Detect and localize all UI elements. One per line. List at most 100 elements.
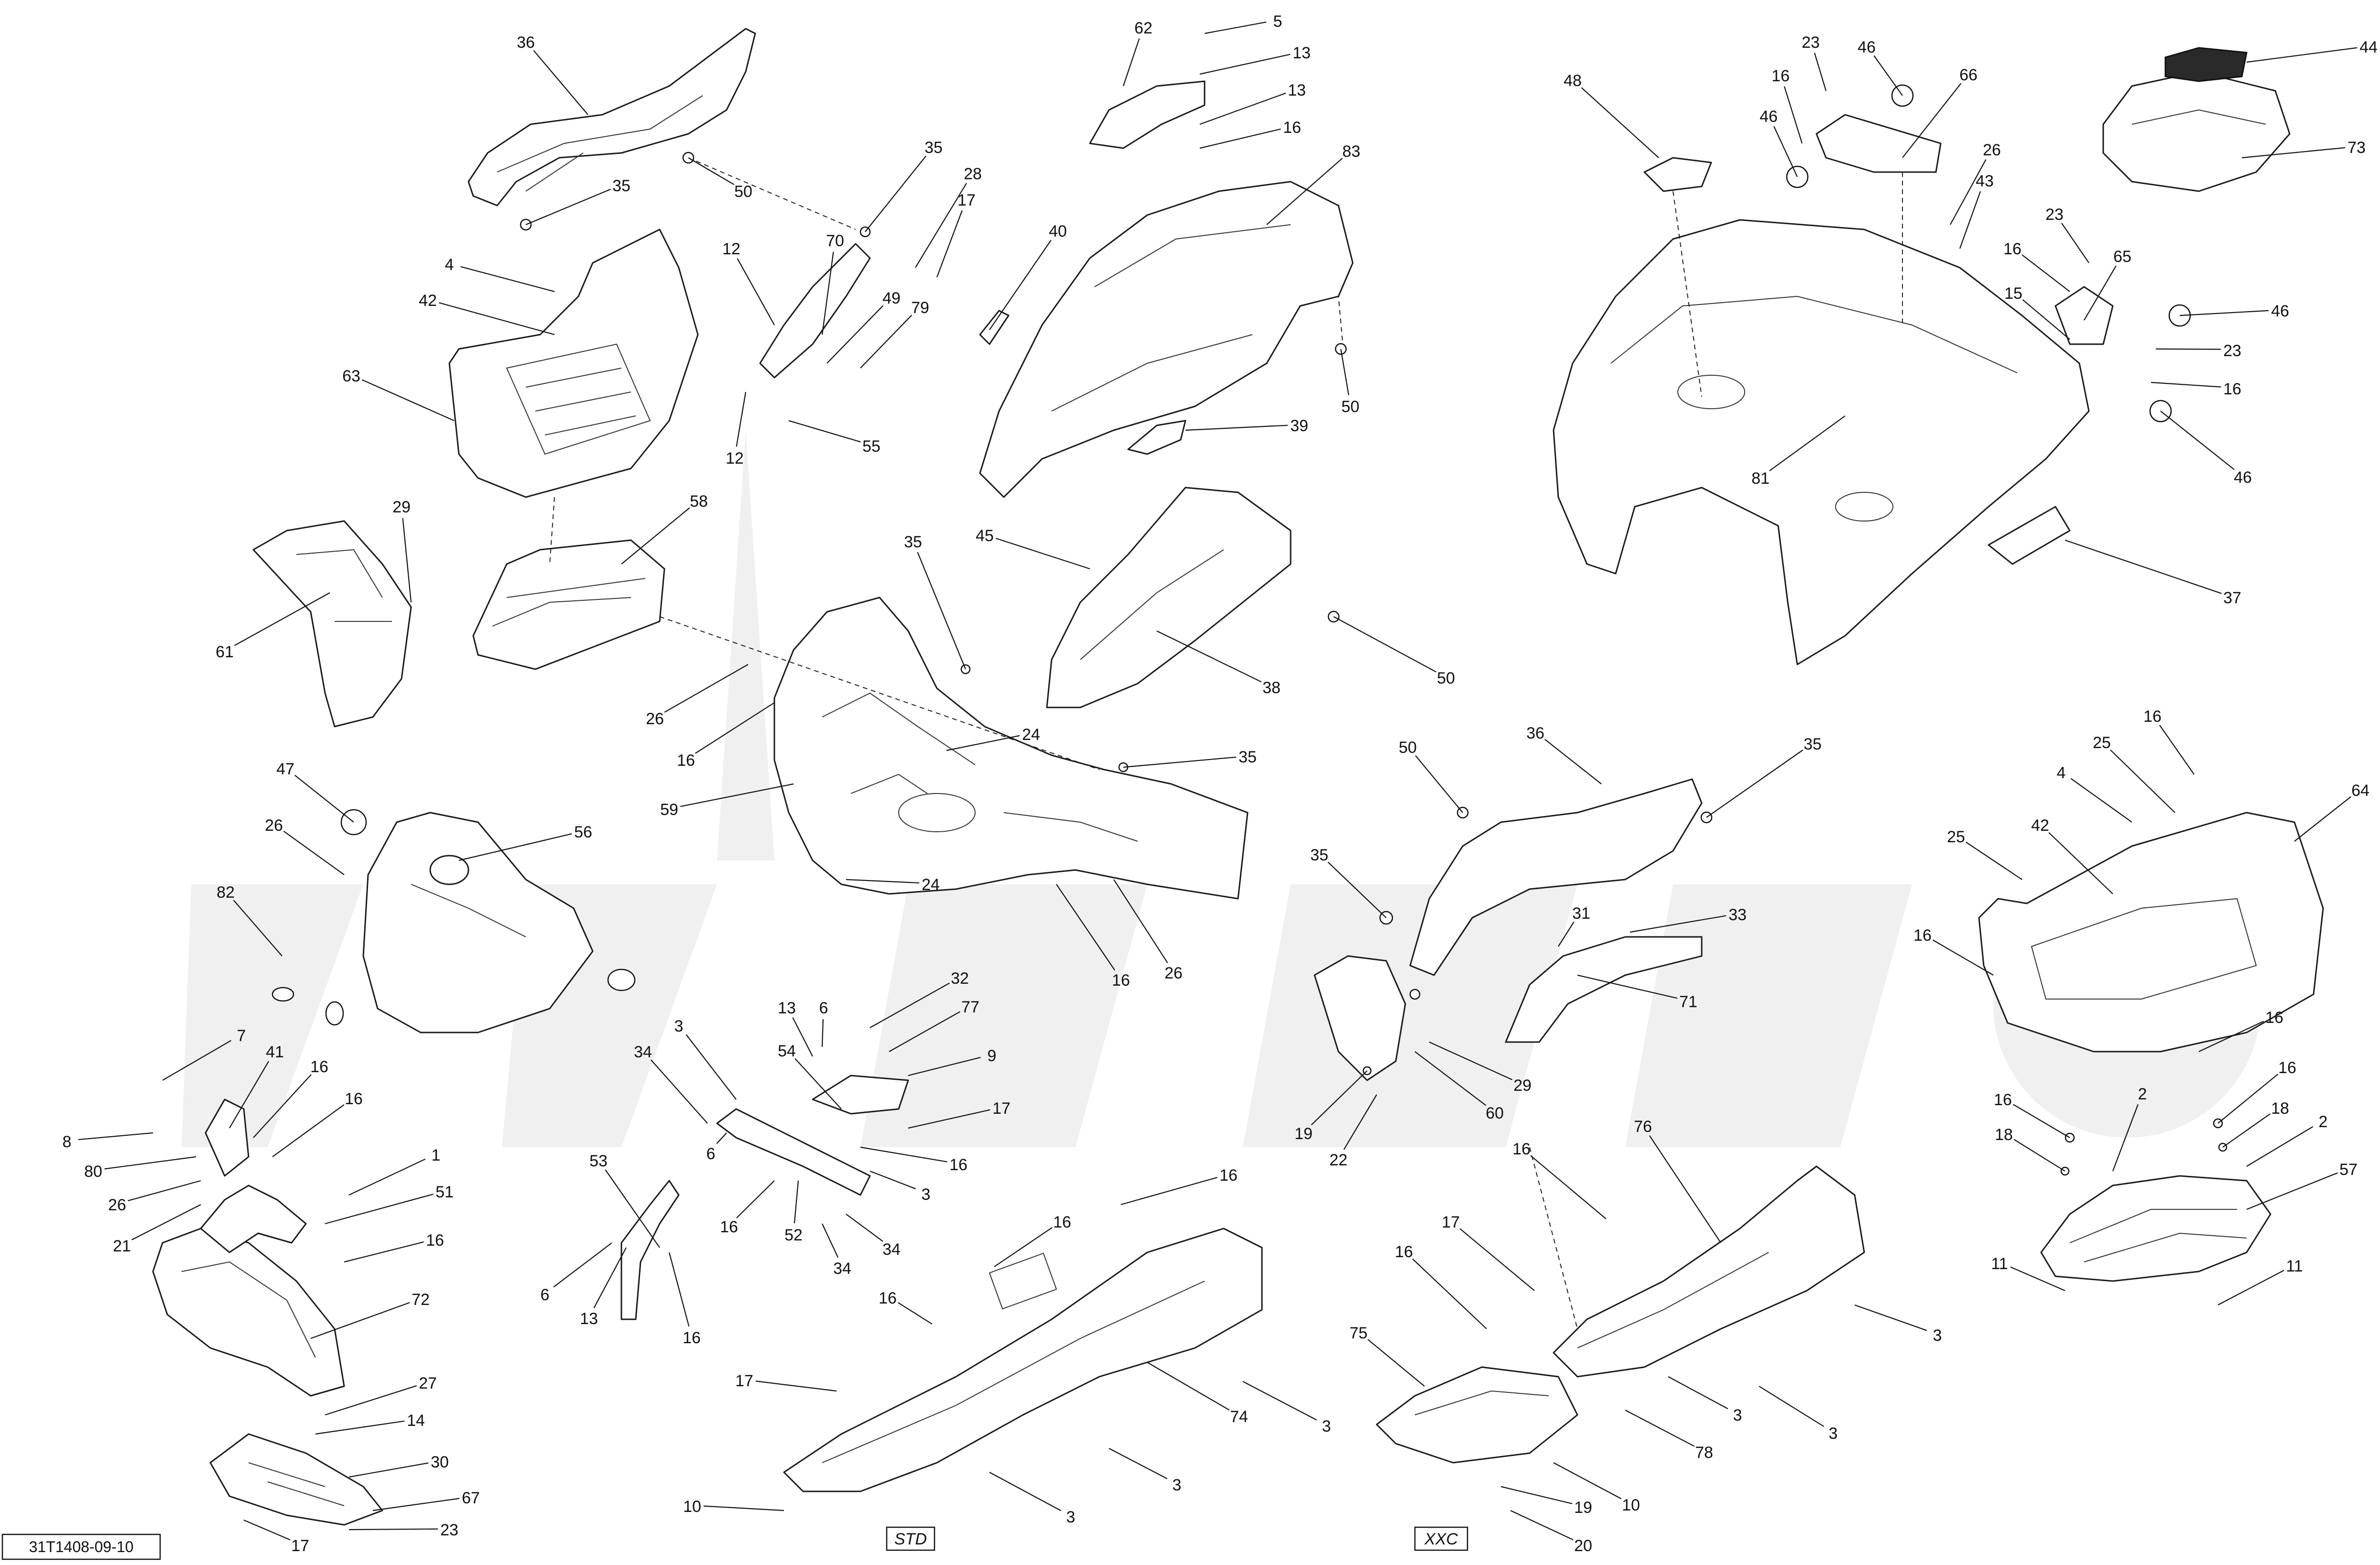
callout-c10b: 10 xyxy=(1622,1496,1640,1514)
callout-c16s: 16 xyxy=(1913,926,1932,945)
leader-line-c10b xyxy=(1553,1462,1622,1500)
part-74-skid-plate-std xyxy=(783,1228,1263,1492)
callout-c3h: 3 xyxy=(1829,1424,1838,1443)
part-60-mudflap xyxy=(1314,955,1406,1081)
callout-c83: 83 xyxy=(1342,142,1360,161)
callout-c56: 56 xyxy=(574,823,592,841)
leader-line-c42a xyxy=(439,302,555,336)
callout-c18a: 18 xyxy=(1995,1126,2013,1144)
callout-c26a: 26 xyxy=(646,710,664,728)
leader-line-c10a xyxy=(703,1505,784,1511)
callout-c55: 55 xyxy=(862,437,880,456)
leader-line-c6c xyxy=(821,1019,824,1047)
leader-line-c16v xyxy=(2217,1074,2279,1124)
leader-line-c6b xyxy=(716,1132,727,1144)
leader-line-c16a xyxy=(1199,128,1281,149)
callout-c16h: 16 xyxy=(720,1218,738,1236)
leader-line-c73 xyxy=(2241,147,2346,159)
leader-line-c8 xyxy=(78,1132,153,1141)
callout-c35f: 35 xyxy=(1310,846,1328,864)
callout-c42a: 42 xyxy=(419,292,437,310)
callout-c47: 47 xyxy=(276,760,294,778)
leader-line-c1 xyxy=(348,1158,426,1195)
callout-c16q: 16 xyxy=(2223,380,2241,398)
callout-c13c: 13 xyxy=(580,1310,598,1328)
leader-line-c67 xyxy=(372,1498,460,1511)
callout-c16v: 16 xyxy=(2278,1059,2296,1077)
part-51-bumper-bracket xyxy=(200,1185,307,1253)
callout-c23b: 23 xyxy=(1802,33,1820,52)
callout-c16g: 16 xyxy=(683,1329,701,1347)
leader-line-c50b xyxy=(1340,348,1349,395)
leader-line-c35e xyxy=(1706,750,1804,818)
leader-line-c16j xyxy=(1120,1177,1217,1206)
leader-line-c62 xyxy=(1122,38,1140,87)
leader-line-c42b xyxy=(2048,832,2113,894)
callout-c50b: 50 xyxy=(1341,398,1359,416)
leader-line-c16m xyxy=(1530,1155,1607,1219)
leader-line-c16r xyxy=(2159,725,2195,775)
leader-line-c16b xyxy=(695,702,775,754)
part-36-fender-left xyxy=(467,28,756,206)
leader-line-c31 xyxy=(1558,921,1575,947)
callout-c1: 1 xyxy=(432,1146,441,1164)
leader-line-c46d xyxy=(2160,411,2235,470)
callout-c35b: 35 xyxy=(924,139,943,157)
callout-c50c: 50 xyxy=(1437,669,1455,687)
callout-c19a: 19 xyxy=(1294,1125,1313,1143)
leader-line-c12a xyxy=(737,258,775,326)
leader-line-c81 xyxy=(1769,415,1846,471)
leader-line-c16u xyxy=(2013,1104,2070,1138)
leader-line-c16n xyxy=(1412,1258,1487,1329)
leader-line-c41 xyxy=(229,1061,269,1129)
callout-c50a: 50 xyxy=(734,183,752,201)
leader-line-c76 xyxy=(1649,1135,1721,1243)
leader-line-c50d xyxy=(1415,755,1463,813)
callout-c46b: 46 xyxy=(1760,108,1778,126)
callout-c25b: 25 xyxy=(1947,828,1965,846)
callout-c24a: 24 xyxy=(1022,726,1040,744)
leader-line-c55 xyxy=(788,420,861,443)
leader-line-c39 xyxy=(1185,424,1288,431)
callout-c18b: 18 xyxy=(2271,1099,2289,1118)
leader-line-c23b xyxy=(1814,53,1827,91)
leader-line-c35b xyxy=(865,155,927,232)
callout-c79: 79 xyxy=(911,299,929,317)
leader-line-c54 xyxy=(794,1058,842,1109)
callout-c19b: 19 xyxy=(1574,1499,1592,1517)
leader-line-c13c xyxy=(593,1247,627,1308)
part-36-fender-right xyxy=(1409,778,1703,976)
callout-c16e: 16 xyxy=(345,1090,363,1108)
leader-line-c48 xyxy=(1581,87,1659,158)
part-63-storage-box xyxy=(448,228,699,498)
leader-line-c50a xyxy=(688,157,735,185)
callout-c33: 33 xyxy=(1728,906,1747,924)
leader-line-c35a xyxy=(525,188,611,226)
leader-line-c2a xyxy=(2112,1104,2139,1172)
leader-line-c18b xyxy=(2222,1113,2271,1148)
leader-line-c13a xyxy=(1199,54,1291,75)
leader-line-c16g xyxy=(668,1252,690,1326)
callout-c32: 32 xyxy=(951,969,969,988)
callout-c35a: 35 xyxy=(612,177,630,195)
callout-c46a: 46 xyxy=(1858,38,1876,56)
leader-line-c19b xyxy=(1500,1486,1573,1504)
leader-line-c34b xyxy=(822,1223,839,1258)
callout-c70: 70 xyxy=(826,232,844,250)
part-70-brace xyxy=(759,243,871,379)
leader-line-c23a xyxy=(348,1528,438,1531)
leader-line-c32 xyxy=(869,982,950,1028)
callout-c3g: 3 xyxy=(1733,1406,1742,1424)
callout-c12a: 12 xyxy=(722,240,740,258)
callout-c16c: 16 xyxy=(1112,971,1130,989)
leader-line-c5 xyxy=(1204,22,1267,34)
callout-c34c: 34 xyxy=(882,1240,901,1259)
callout-c54: 54 xyxy=(778,1042,796,1060)
leader-line-c3f xyxy=(1854,1304,1927,1331)
leader-line-c16o xyxy=(1783,86,1803,144)
callout-c30: 30 xyxy=(431,1453,449,1471)
leader-line-c77 xyxy=(889,1011,960,1052)
callout-c10a: 10 xyxy=(683,1498,701,1516)
